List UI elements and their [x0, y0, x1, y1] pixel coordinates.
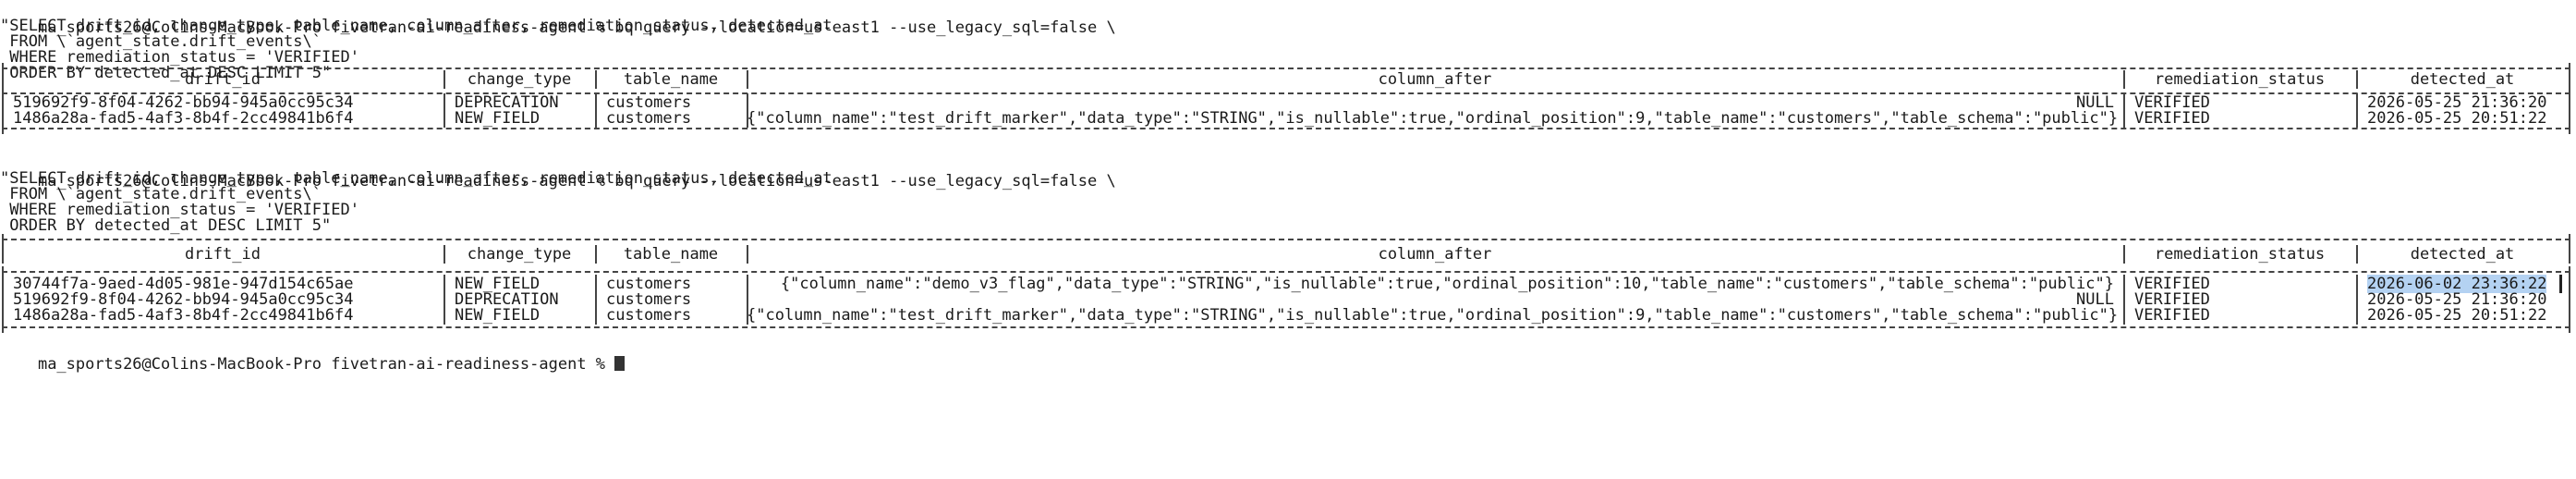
cell-drift-id: 1486a28a-fad5-4af3-8b4f-2cc49841b6f4 — [13, 109, 354, 128]
table-header-divider — [2, 266, 2570, 277]
query-line: WHERE remediation_status = 'VERIFIED' — [0, 201, 359, 219]
header-detected-at: detected_at — [2410, 245, 2515, 264]
cell-change-type: DEPRECATION — [455, 290, 559, 309]
text-selection-caret — [2559, 275, 2562, 293]
shell-prompt: ma_sports26@Colins-MacBook-Pro fivetran-… — [37, 172, 615, 190]
command-text: bq query --location=us-east1 --use_legac… — [614, 18, 1116, 37]
table-row: 1486a28a-fad5-4af3-8b4f-2cc49841b6f4 NEW… — [0, 109, 2576, 128]
header-remediation-status: remediation_status — [2154, 245, 2326, 264]
cell-remediation-status: VERIFIED — [2134, 306, 2210, 325]
header-drift-id: drift_id — [185, 245, 261, 264]
command-line-1: ma_sports26@Colins-MacBook-Pro fivetran-… — [0, 0, 1116, 37]
header-table-name: table_name — [623, 70, 719, 89]
header-remediation-status: remediation_status — [2154, 70, 2326, 89]
table-header-row: drift_id change_type table_name column_a… — [0, 245, 2576, 264]
table-border-bottom — [2, 123, 2570, 134]
query-line: WHERE remediation_status = 'VERIFIED' — [0, 48, 359, 67]
table-border-bottom — [2, 322, 2570, 333]
text-cursor — [614, 356, 626, 371]
table-row: 30744f7a-9aed-4d05-981e-947d154c65ae NEW… — [0, 275, 2576, 293]
header-change-type: change_type — [467, 70, 572, 89]
cell-column-after: NULL — [2076, 93, 2114, 112]
cell-change-type: NEW_FIELD — [455, 109, 541, 128]
cell-detected-at-selected: 2026-06-02 23:36:22 — [2367, 275, 2547, 293]
cell-remediation-status: VERIFIED — [2134, 275, 2210, 293]
cell-table-name: customers — [606, 290, 692, 309]
table-row: 1486a28a-fad5-4af3-8b4f-2cc49841b6f4 NEW… — [0, 306, 2576, 325]
header-drift-id: drift_id — [185, 70, 261, 89]
cell-table-name: customers — [606, 306, 692, 325]
cell-drift-id: 1486a28a-fad5-4af3-8b4f-2cc49841b6f4 — [13, 306, 354, 325]
cell-table-name: customers — [606, 275, 692, 293]
cell-detected-at: 2026-05-25 20:51:22 — [2367, 109, 2547, 128]
command-text: bq query --location=us-east1 --use_legac… — [614, 172, 1116, 190]
query-line: "SELECT drift_id, change_type, table_nam… — [0, 17, 832, 35]
shell-prompt: ma_sports26@Colins-MacBook-Pro fivetran-… — [37, 18, 615, 37]
cell-column-after: {"column_name":"test_drift_marker","data… — [747, 109, 2119, 128]
cell-remediation-status: VERIFIED — [2134, 290, 2210, 309]
cell-column-after: {"column_name":"demo_v3_flag","data_type… — [780, 275, 2114, 293]
cell-remediation-status: VERIFIED — [2134, 109, 2210, 128]
cell-change-type: DEPRECATION — [455, 93, 559, 112]
header-table-name: table_name — [623, 245, 719, 264]
cell-drift-id: 519692f9-8f04-4262-bb94-945a0cc95c34 — [13, 93, 354, 112]
cell-detected-at: 2026-05-25 21:36:20 — [2367, 290, 2547, 309]
table-row: 519692f9-8f04-4262-bb94-945a0cc95c34 DEP… — [0, 93, 2576, 112]
cell-column-after: {"column_name":"test_drift_marker","data… — [747, 306, 2119, 325]
cell-change-type: NEW_FIELD — [455, 306, 541, 325]
header-column-after: column_after — [1378, 70, 1492, 89]
cell-column-after: NULL — [2076, 290, 2114, 309]
query-line: "SELECT drift_id, change_type, table_nam… — [0, 169, 832, 188]
cell-table-name: customers — [606, 109, 692, 128]
cell-detected-at: 2026-05-25 21:36:20 — [2367, 93, 2547, 112]
cell-table-name: customers — [606, 93, 692, 112]
header-column-after: column_after — [1378, 245, 1492, 264]
query-line: FROM \`agent_state.drift_events\` — [0, 32, 322, 51]
header-detected-at: detected_at — [2410, 70, 2515, 89]
cell-detected-at: 2026-05-25 20:51:22 — [2367, 306, 2547, 325]
query-line: ORDER BY detected_at DESC LIMIT 5" — [0, 216, 332, 235]
query-line: FROM \`agent_state.drift_events\` — [0, 185, 322, 203]
table-row: 519692f9-8f04-4262-bb94-945a0cc95c34 DEP… — [0, 290, 2576, 309]
table-header-row: drift_id change_type table_name column_a… — [0, 70, 2576, 89]
cell-change-type: NEW_FIELD — [455, 275, 541, 293]
command-line-current[interactable]: ma_sports26@Colins-MacBook-Pro fivetran-… — [0, 337, 626, 374]
header-change-type: change_type — [467, 245, 572, 264]
cell-drift-id: 519692f9-8f04-4262-bb94-945a0cc95c34 — [13, 290, 354, 309]
command-line-2: ma_sports26@Colins-MacBook-Pro fivetran-… — [0, 154, 1116, 190]
cell-remediation-status: VERIFIED — [2134, 93, 2210, 112]
shell-prompt: ma_sports26@Colins-MacBook-Pro fivetran-… — [37, 355, 615, 374]
table-border-top — [2, 63, 2570, 74]
cell-drift-id: 30744f7a-9aed-4d05-981e-947d154c65ae — [13, 275, 354, 293]
table-border-top — [2, 234, 2570, 245]
